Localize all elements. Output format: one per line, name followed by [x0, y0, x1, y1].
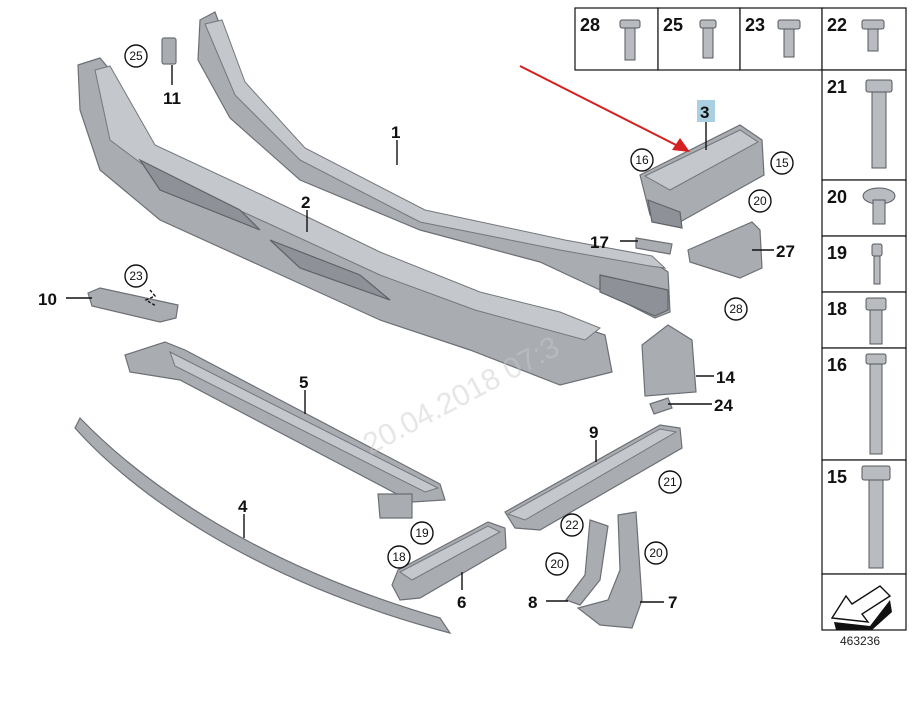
part-3-crash-box[interactable]	[639, 124, 765, 229]
callout-18: 18	[387, 545, 411, 569]
bolt-16-icon	[865, 353, 887, 455]
svg-text:20: 20	[550, 557, 564, 571]
screw-23-icon	[777, 19, 801, 58]
svg-text:20: 20	[649, 546, 663, 560]
part-27-bracket[interactable]	[687, 221, 763, 279]
label-part-17: 17	[590, 233, 609, 252]
fastener-25-label: 25	[663, 15, 683, 35]
svg-text:20: 20	[753, 194, 767, 208]
pointer-arrow-icon	[519, 65, 690, 152]
label-part-4: 4	[238, 497, 248, 516]
fastener-table: 28 25 23 22 21 20 19 18 16 15	[574, 7, 907, 631]
callout-28: 28	[724, 297, 748, 321]
part-1-bumper-carrier[interactable]	[197, 11, 671, 319]
label-part-24: 24	[714, 396, 733, 415]
callout-21: 21	[658, 470, 682, 494]
label-part-5: 5	[299, 373, 308, 392]
part-2-energy-absorber[interactable]	[77, 57, 613, 386]
callout-25: 25	[124, 44, 148, 68]
bolt-21-icon	[865, 79, 893, 169]
svg-text:23: 23	[129, 269, 143, 283]
leader-lines	[66, 65, 774, 603]
svg-text:25: 25	[129, 49, 143, 63]
fastener-23-label: 23	[745, 15, 765, 35]
callout-23: 23	[124, 264, 148, 288]
svg-text:19: 19	[415, 526, 429, 540]
part-17-plate[interactable]	[635, 237, 673, 255]
callouts: 25 23 16 15 20 28 19 18 21 22 20 20	[124, 44, 794, 576]
screw-25-icon	[699, 19, 717, 59]
part-labels: 1 2 3 4 5 6 7 8 9 10 11 14 17 24 27	[38, 89, 795, 612]
label-part-2: 2	[301, 193, 310, 212]
orientation-arrow-icon	[830, 585, 892, 630]
callout-22: 22	[560, 513, 584, 537]
part-24-clip[interactable]	[649, 397, 673, 415]
part-4-trim-strip[interactable]	[74, 416, 452, 634]
fastener-16-label: 16	[827, 355, 847, 375]
diagram-number: 463236	[840, 634, 880, 648]
fastener-15-label: 15	[827, 467, 847, 487]
part-8-bracket[interactable]	[565, 519, 609, 606]
callout-20-c: 20	[644, 541, 668, 565]
part-10-bracket[interactable]	[87, 287, 179, 323]
part-5-crossbar[interactable]	[124, 341, 446, 519]
svg-text:21: 21	[663, 475, 677, 489]
screw-22-icon	[861, 19, 885, 52]
label-part-3-highlight	[697, 100, 715, 122]
fastener-18-label: 18	[827, 299, 847, 319]
fastener-22-label: 22	[827, 15, 847, 35]
label-part-27: 27	[776, 242, 795, 261]
svg-text:15: 15	[775, 156, 789, 170]
fastener-19-label: 19	[827, 243, 847, 263]
svg-text:18: 18	[392, 550, 406, 564]
fastener-20-label: 20	[827, 187, 847, 207]
fastener-28-label: 28	[580, 15, 600, 35]
callout-20-b: 20	[545, 552, 569, 576]
callout-16: 16	[630, 148, 654, 172]
part-9-rail[interactable]	[504, 424, 683, 531]
bolt-20-icon	[862, 187, 896, 225]
callout-20-a: 20	[748, 189, 772, 213]
svg-text:28: 28	[729, 302, 743, 316]
bolt-15-icon	[861, 465, 891, 569]
svg-text:16: 16	[635, 153, 649, 167]
svg-text:22: 22	[565, 518, 579, 532]
fastener-21-label: 21	[827, 77, 847, 97]
part-7-bracket[interactable]	[576, 511, 643, 629]
label-part-10: 10	[38, 290, 57, 309]
label-part-1: 1	[391, 123, 400, 142]
label-part-3: 3	[700, 103, 709, 122]
label-part-14: 14	[716, 368, 735, 387]
label-part-11: 11	[163, 89, 181, 108]
label-part-9: 9	[589, 423, 598, 442]
rivet-19-icon	[871, 243, 883, 285]
part-14-bracket[interactable]	[641, 324, 697, 397]
label-part-8: 8	[528, 593, 537, 612]
callout-19: 19	[410, 521, 434, 545]
bolt-18-icon	[865, 297, 887, 345]
label-part-6: 6	[457, 593, 466, 612]
label-part-7: 7	[668, 593, 677, 612]
part-11-bracket[interactable]	[161, 37, 177, 65]
part-6-bracket[interactable]	[391, 521, 507, 601]
watermark: 20.04.2018 07:3	[358, 330, 565, 461]
screw-28-icon	[619, 19, 641, 61]
callout-15: 15	[770, 151, 794, 175]
